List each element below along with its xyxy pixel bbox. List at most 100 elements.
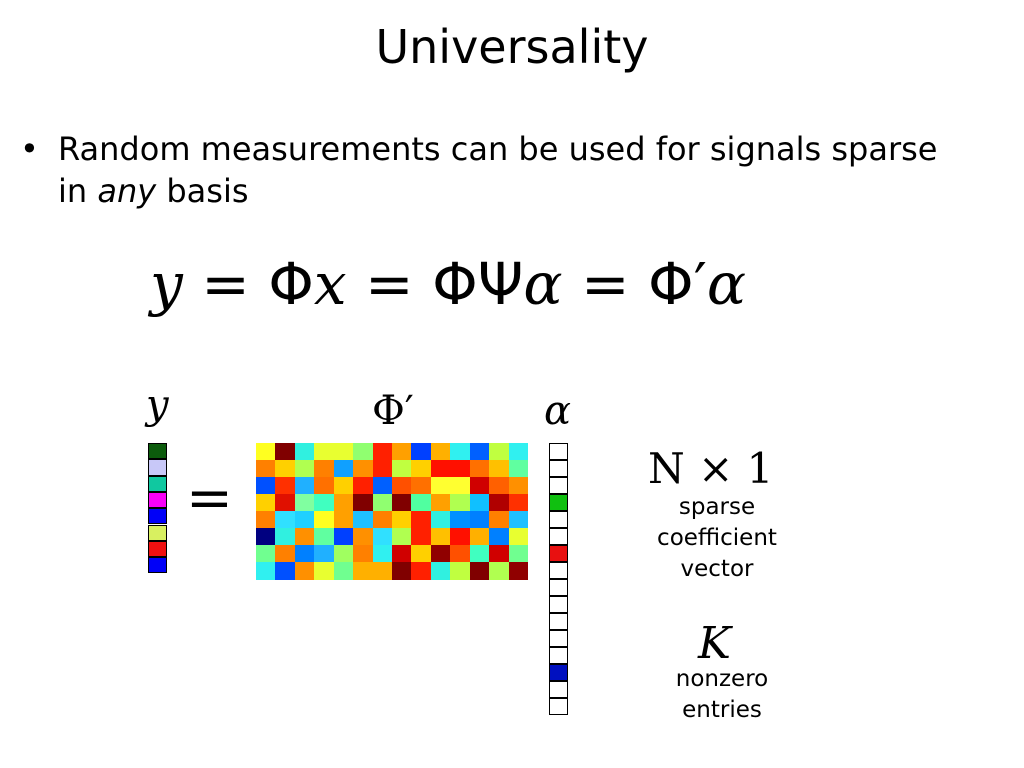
- matrix-cell: [294, 477, 315, 495]
- matrix-cell: [508, 545, 529, 563]
- matrix-cell: [314, 562, 335, 580]
- matrix-cell: [430, 494, 451, 512]
- matrix-cell: [469, 460, 490, 478]
- alpha-vector-cell: [549, 477, 568, 494]
- alpha-vector-cell: [549, 528, 568, 545]
- matrix-cell: [314, 443, 335, 461]
- alpha-vector-cell: [549, 596, 568, 613]
- eq-phi-x-op: = Φ: [182, 250, 314, 318]
- matrix-cell: [256, 494, 276, 512]
- matrix-cell: [489, 443, 510, 461]
- matrix-cell: [430, 460, 451, 478]
- matrix-cell: [508, 477, 529, 495]
- matrix-cell: [450, 494, 471, 512]
- matrix-cell: [372, 494, 393, 512]
- matrix-cell: [372, 511, 393, 529]
- matrix-cell: [430, 528, 451, 546]
- matrix-cell: [411, 545, 432, 563]
- matrix-cell: [256, 460, 276, 478]
- matrix-cell: [256, 477, 276, 495]
- matrix-cell: [469, 511, 490, 529]
- matrix-cell: [489, 477, 510, 495]
- matrix-cell: [430, 545, 451, 563]
- matrix-cell: [411, 511, 432, 529]
- bullet-dot-icon: •: [20, 130, 39, 168]
- eq-phi-prime-op: = Φ′: [562, 250, 707, 318]
- matrix-cell: [392, 443, 412, 461]
- matrix-cell: [392, 460, 412, 478]
- y-vector-cell: [148, 443, 167, 460]
- matrix-cell: [275, 460, 296, 478]
- y-vector-cell: [148, 508, 167, 525]
- alpha-vector-cell: [549, 647, 568, 664]
- matrix-cell: [372, 443, 393, 461]
- matrix-cell: [489, 460, 510, 478]
- bullet-text-emphasis: any: [97, 172, 157, 210]
- dimension-caption: sparse coefficient vector: [617, 492, 817, 585]
- y-vector-cell: [148, 557, 167, 574]
- matrix-cell: [275, 443, 296, 461]
- main-equation: y = Φx = ΦΨα = Φ′α: [150, 250, 746, 318]
- eq-alpha-2: α: [706, 250, 747, 318]
- alpha-vector-cell: [549, 630, 568, 647]
- alpha-label: α: [544, 388, 572, 434]
- matrix-cell: [275, 545, 296, 563]
- matrix-cell: [430, 477, 451, 495]
- caption-line: entries: [682, 697, 762, 723]
- matrix-cell: [450, 545, 471, 563]
- y-vector-cell: [148, 524, 167, 541]
- matrix-cell: [275, 494, 296, 512]
- matrix-cell: [450, 460, 471, 478]
- y-label: y: [146, 382, 169, 428]
- matrix-cell: [392, 545, 412, 563]
- matrix-cell: [333, 545, 354, 563]
- matrix-cell: [275, 528, 296, 546]
- matrix-cell: [353, 545, 374, 563]
- alpha-vector-cell: [549, 545, 568, 562]
- matrix-cell: [314, 528, 335, 546]
- matrix-cell: [256, 545, 276, 563]
- equals-sign: =: [186, 466, 233, 531]
- matrix-cell: [294, 443, 315, 461]
- matrix-cell: [333, 494, 354, 512]
- matrix-cell: [294, 511, 315, 529]
- matrix-cell: [275, 477, 296, 495]
- matrix-cell: [392, 528, 412, 546]
- alpha-vector-cell: [549, 681, 568, 698]
- matrix-cell: [353, 528, 374, 546]
- k-label: K: [698, 618, 731, 669]
- eq-y: y: [150, 250, 183, 318]
- caption-line: nonzero: [675, 666, 769, 692]
- alpha-vector-cell: [549, 460, 568, 477]
- matrix-cell: [392, 562, 412, 580]
- matrix-cell: [333, 460, 354, 478]
- y-vector-cell: [148, 459, 167, 476]
- matrix-cell: [294, 545, 315, 563]
- matrix-cell: [450, 477, 471, 495]
- eq-x: x: [313, 250, 347, 318]
- matrix-cell: [469, 545, 490, 563]
- matrix-cell: [372, 528, 393, 546]
- matrix-cell: [489, 494, 510, 512]
- eq-alpha: α: [523, 250, 563, 318]
- matrix-cell: [411, 562, 432, 580]
- dimension-label: N × 1: [648, 444, 774, 493]
- matrix-cell: [411, 443, 432, 461]
- matrix-cell: [489, 562, 510, 580]
- caption-line: coefficient: [657, 525, 777, 551]
- matrix-cell: [353, 511, 374, 529]
- matrix-cell: [256, 528, 276, 546]
- matrix-cell: [411, 460, 432, 478]
- matrix-cell: [314, 511, 335, 529]
- matrix-cell: [333, 477, 354, 495]
- matrix-cell: [508, 443, 529, 461]
- matrix-cell: [372, 562, 393, 580]
- matrix-cell: [372, 477, 393, 495]
- matrix-cell: [469, 528, 490, 546]
- alpha-vector-cell: [549, 698, 568, 715]
- matrix-cell: [430, 562, 451, 580]
- matrix-cell: [469, 562, 490, 580]
- matrix-cell: [450, 528, 471, 546]
- matrix-cell: [508, 528, 529, 546]
- matrix-cell: [469, 477, 490, 495]
